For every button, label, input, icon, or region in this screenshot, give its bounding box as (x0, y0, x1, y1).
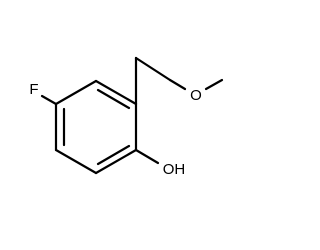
bond-ring-to-hydroxyl (134, 148, 160, 165)
ring-bond-c4-c5 (94, 148, 138, 175)
ring-bond-c5-c6 (54, 148, 98, 175)
bond-ch2-carbon-to-o (168, 78, 187, 91)
bond-ring-to-fluorine (40, 94, 58, 106)
structure-canvas: F O OH (29, 56, 224, 178)
ring-double-bond-inner-2 (96, 88, 131, 110)
hydroxyl-atom-label: OH (163, 161, 186, 178)
bond-ch2-to-oxygen (134, 56, 172, 82)
ring-double-bond-inner-3 (96, 144, 131, 166)
benzene-ring (54, 79, 138, 175)
fluorine-atom-label: F (29, 81, 38, 98)
bond-oxygen-to-methyl (204, 78, 224, 91)
ring-bond-c1-c2 (54, 79, 98, 106)
ether-oxygen-atom-label: O (190, 87, 202, 104)
ring-bond-c2-c3 (94, 79, 138, 106)
molecule-drawing: F O OH (29, 56, 224, 178)
